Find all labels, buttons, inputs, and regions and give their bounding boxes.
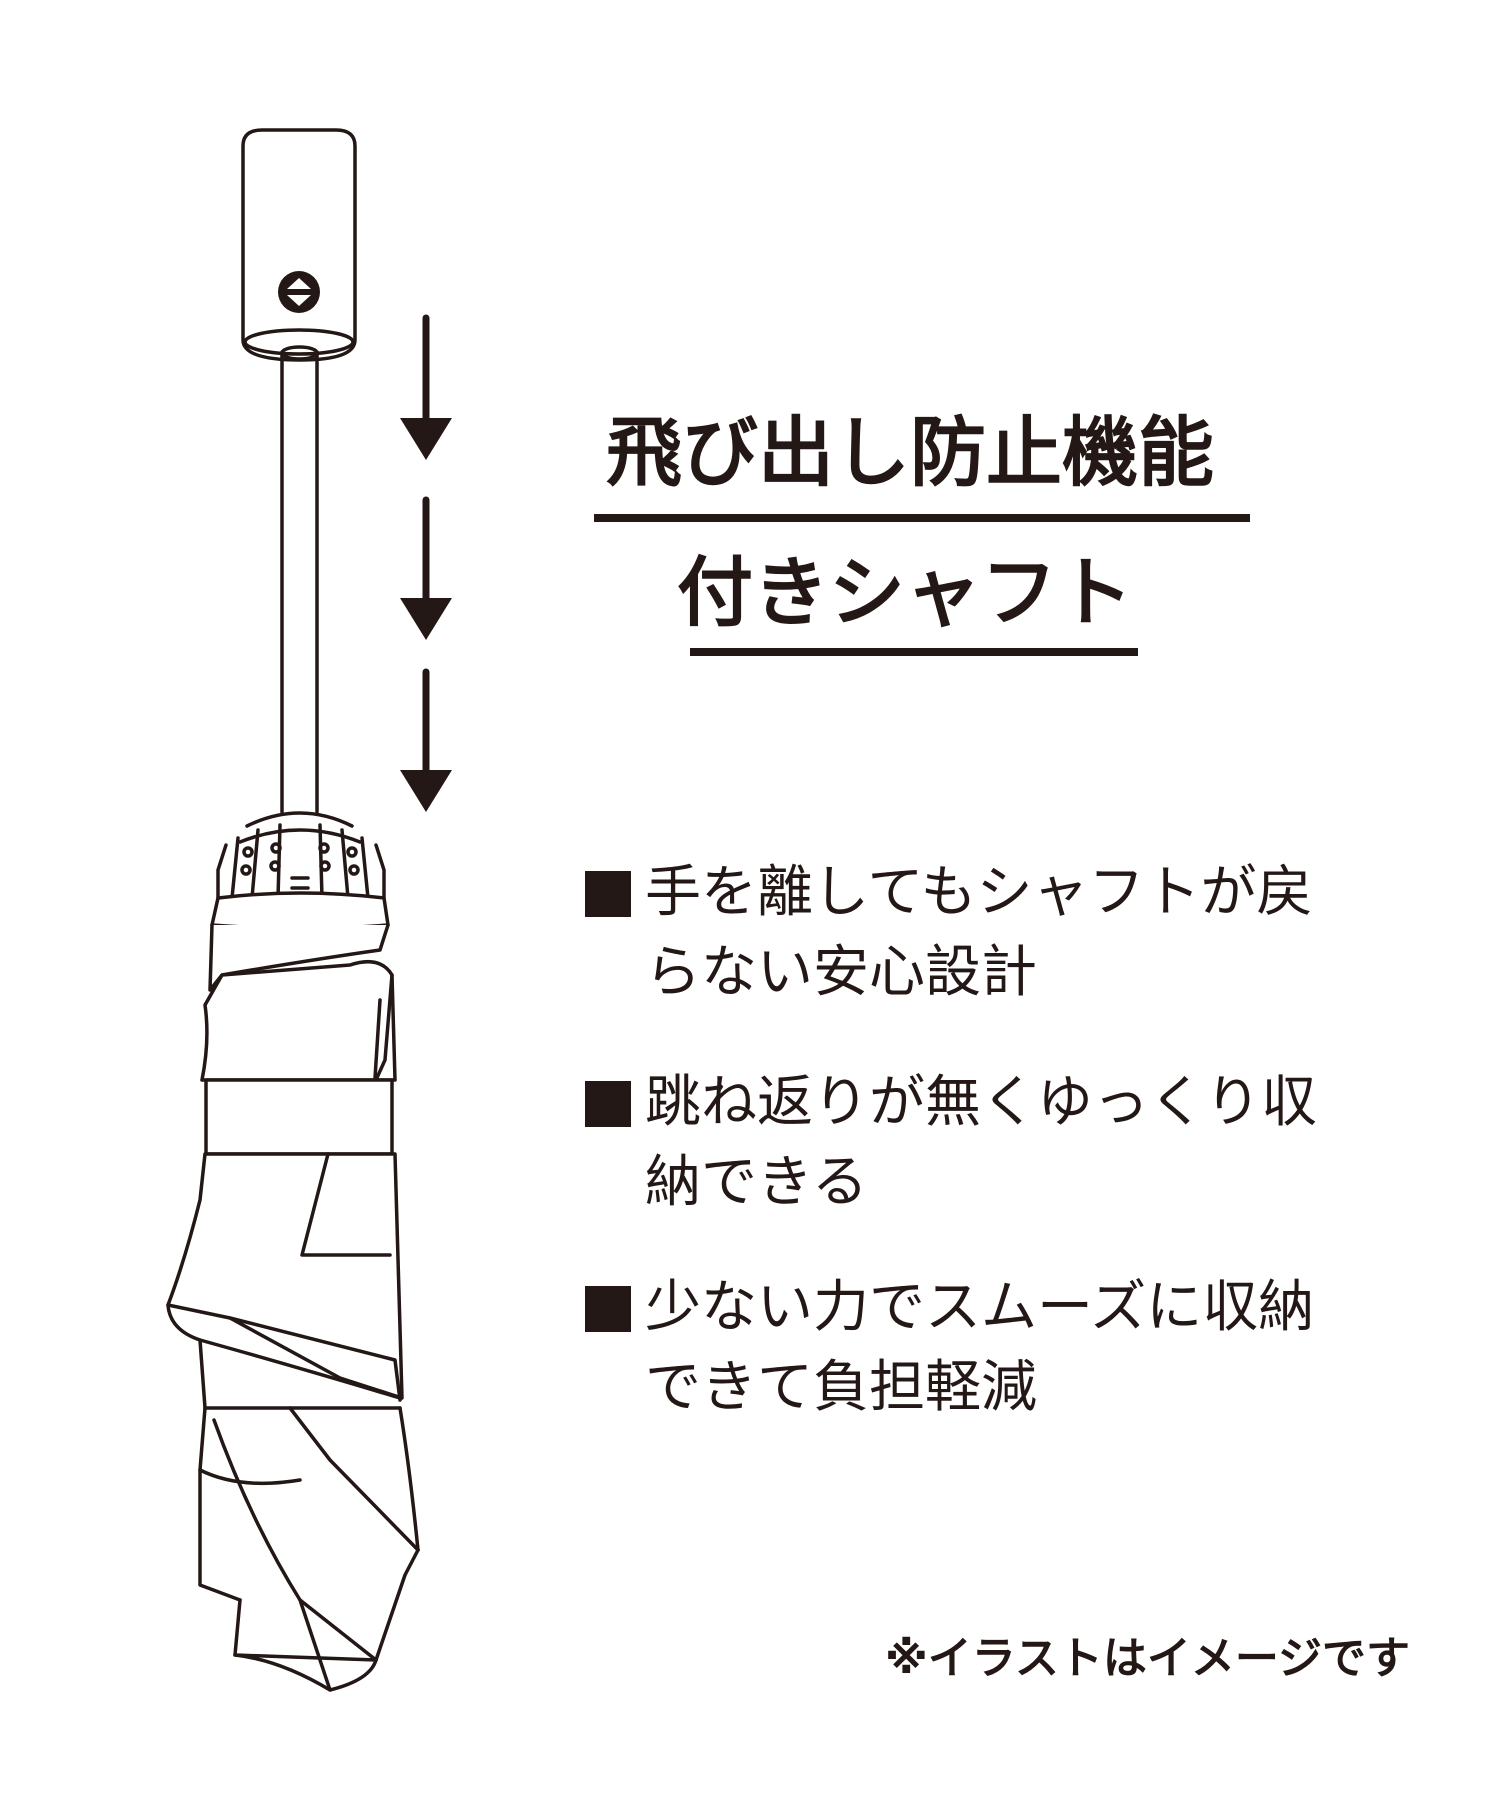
down-arrow-icon [400, 496, 452, 640]
illustration-note: ※イラストはイメージです [884, 1633, 1410, 1684]
feature-item: 少ない力でスムーズに収納できて負担軽減 [585, 1268, 1325, 1428]
shaft-icon [280, 345, 319, 814]
feature-item: 手を離してもシャフトが戻らない安心設計 [585, 853, 1325, 1013]
strap-icon [204, 1078, 394, 1156]
title-line-2: 付きシャフト [677, 548, 1133, 637]
feature-text: 少ない力でスムーズに収納できて負担軽減 [645, 1275, 1315, 1420]
down-arrows [400, 314, 452, 812]
square-bullet-icon [585, 871, 631, 917]
down-arrow-icon [400, 668, 452, 812]
feature-text: 跳ね返りが無くゆっくり収納できる [645, 1070, 1317, 1215]
feature-text: 手を離してもシャフトが戻らない安心設計 [645, 860, 1313, 1005]
square-bullet-icon [585, 1081, 631, 1127]
title-underline [690, 648, 1138, 656]
title-underline [594, 514, 1250, 522]
folded-canopy-icon [166, 891, 420, 1692]
square-bullet-icon [585, 1286, 631, 1332]
handle-icon [241, 128, 357, 362]
title-line-1: 飛び出し防止機能 [606, 408, 1214, 497]
down-arrow-icon [400, 314, 452, 460]
feature-item: 跳ね返りが無くゆっくり収納できる [585, 1063, 1325, 1223]
runner-icon [216, 811, 386, 900]
